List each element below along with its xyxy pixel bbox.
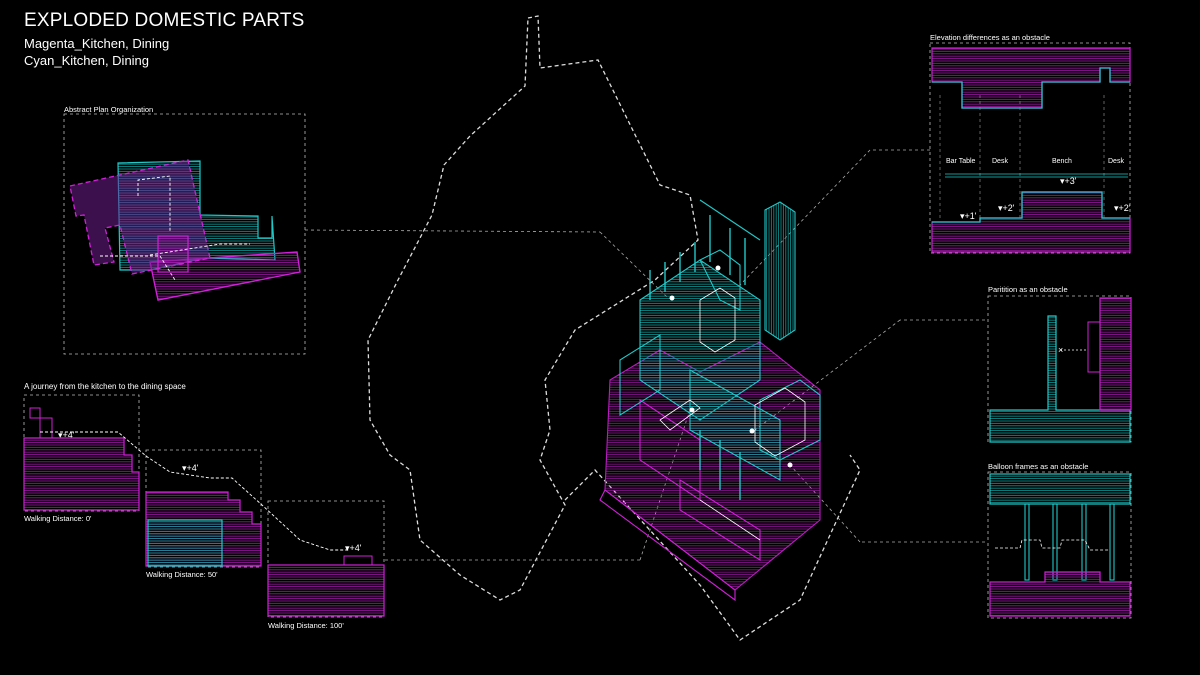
journey-level-1: ▾+4': [58, 430, 75, 440]
partition-title: Paritition as an obstacle: [988, 285, 1068, 294]
plan-frame: [63, 113, 306, 355]
svg-text:×: ×: [1058, 345, 1063, 355]
legend-magenta: Magenta_Kitchen, Dining: [24, 36, 170, 51]
plan-diagram: [69, 159, 301, 301]
balloon-title: Balloon frames as an obstacle: [988, 462, 1089, 471]
level-bench: ▾+3': [1060, 176, 1077, 186]
legend-cyan: Cyan_Kitchen, Dining: [24, 53, 150, 68]
level-desk-2: ▾+2': [1114, 203, 1131, 213]
plan-title: Abstract Plan Organization: [64, 105, 154, 114]
journey-title: A journey from the kitchen to the dining…: [24, 382, 186, 391]
zone-bar-table: Bar Table: [946, 158, 976, 165]
journey-frame-3: [267, 500, 385, 618]
journey-level-3: ▾+4': [345, 543, 362, 553]
zone-desk-1: Desk: [992, 158, 1008, 165]
journey-caption-3: Walking Distance: 100': [268, 621, 344, 630]
elevation-frame: [929, 42, 1131, 254]
page-title: EXPLODED DOMESTIC PARTS: [24, 10, 305, 31]
site-outline-lower: [564, 454, 861, 641]
journey-caption-1: Walking Distance: 0': [24, 514, 92, 523]
journey-path: [40, 431, 350, 551]
journey-level-2: ▾+4': [182, 463, 199, 473]
zone-desk-2: Desk: [1108, 158, 1124, 165]
level-bar: ▾+1': [960, 211, 977, 221]
site-outline: [367, 15, 699, 601]
journey-caption-2: Walking Distance: 50': [146, 570, 218, 579]
zone-bench: Bench: [1052, 158, 1072, 165]
level-desk-1: ▾+2': [998, 203, 1015, 213]
balloon-frame: [987, 471, 1132, 619]
journey-frame-2: [145, 449, 262, 568]
elevation-title: Elevation differences as an obstacle: [930, 33, 1050, 42]
axonometric-model: [599, 199, 821, 602]
